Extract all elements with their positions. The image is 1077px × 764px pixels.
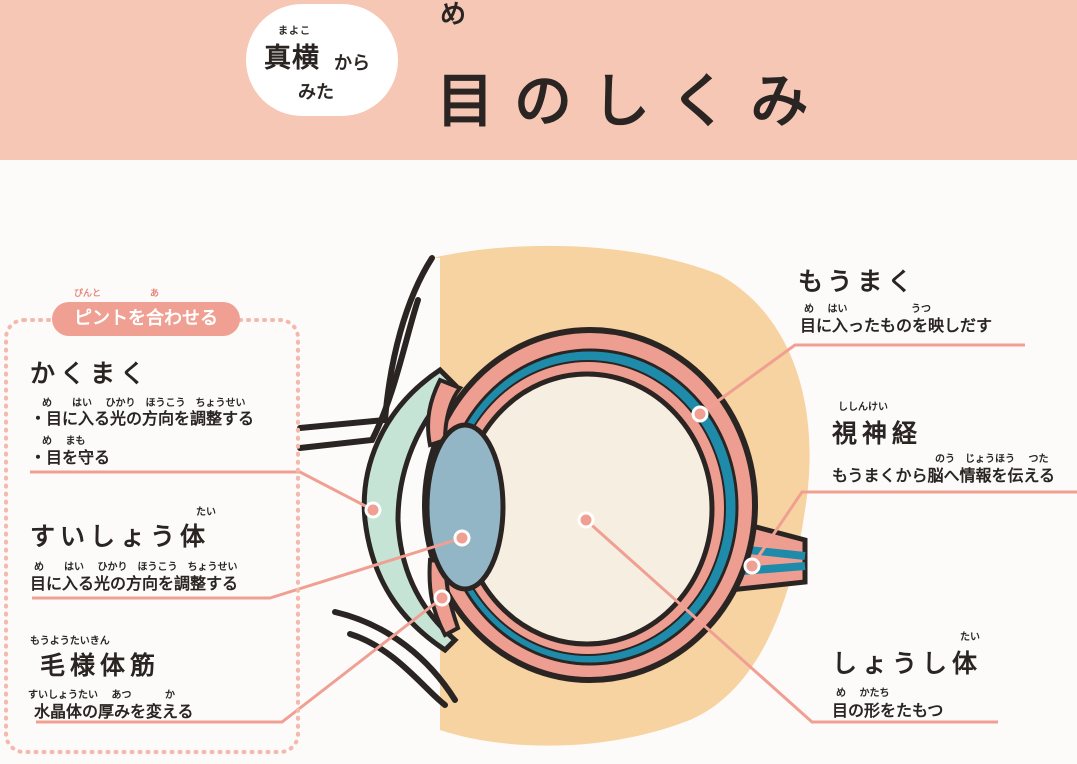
label-moumaku-line: 目に入ったものを映しだす (800, 316, 993, 335)
label-kakumaku-title: かくまく (30, 359, 151, 388)
view-badge: まよこ 真横 から みた (246, 4, 398, 116)
lower-eyelid (332, 609, 458, 703)
label-shishinkei-title-ruby: ししんけい (838, 402, 888, 413)
leader-shishinkei (750, 490, 1077, 567)
leader-kakumaku (30, 470, 374, 512)
leader-moumaku (699, 343, 1025, 416)
group-label-ruby-1: ぴんと (74, 289, 102, 299)
badge-mita-text: みた (298, 82, 334, 103)
label-kakumaku-line-1: ・目に入る光の方向を調整する (30, 409, 255, 428)
leader-shoushitai (585, 518, 998, 724)
label-shoushitai-ruby: め かたち (836, 688, 890, 699)
label-shishinkei-title: 視神経 (832, 419, 923, 448)
label-mouyoutaikin-line: 水晶体の厚みを変える (34, 702, 194, 721)
lens (424, 422, 506, 592)
label-suishoutai-title-ruby: たい (196, 507, 216, 518)
title-ruby: め (440, 0, 467, 30)
badge-kara-text: から (334, 53, 370, 74)
label-suishoutai-line: 目に入る光の方向を調整する (30, 574, 239, 593)
cornea (361, 366, 459, 654)
label-shoushitai-line: 目の形をたもつ (832, 701, 944, 720)
ciliary-body (426, 377, 464, 448)
leader-mouyoutaikin (36, 596, 443, 724)
point-moumaku (691, 405, 709, 423)
label-shishinkei-ruby: のう じょうほう つた (935, 454, 1049, 465)
label-kakumaku-line-2: ・目を守る (30, 448, 111, 467)
label-moumaku-title: もうまく (798, 267, 918, 296)
label-suishoutai-ruby: め はい ひかり ほうこう ちょうせい (34, 562, 238, 573)
leader-suishoutai (32, 536, 463, 600)
label-mouyoutaikin-title-ruby: もうようたいきん (30, 636, 110, 647)
badge-ruby: まよこ (278, 26, 311, 37)
badge-main-text: 真横 (264, 43, 320, 74)
point-mouyoutaikin (433, 589, 451, 607)
point-kakumaku (364, 501, 382, 519)
label-mouyoutaikin-title: 毛様体筋 (40, 651, 161, 680)
label-kakumaku-ruby-1: め はい ひかり ほうこう ちょうせい (42, 398, 246, 409)
label-kakumaku-ruby-2: め まも (42, 436, 86, 447)
point-shoushitai (577, 511, 595, 529)
point-suishoutai (453, 529, 471, 547)
label-mouyoutaikin-ruby: すいしょうたい あつ か (28, 690, 175, 701)
header-banner: まよこ 真横 から みた め 目のしくみ (0, 0, 1077, 160)
focus-group-label: ピントを合わせる (52, 302, 240, 336)
label-shoushitai-title-ruby: たい (960, 632, 980, 643)
group-label-ruby-2: あ (150, 289, 160, 299)
label-shoushitai-title: しょうし体 (832, 649, 983, 678)
page-title: 目のしくみ (436, 67, 829, 135)
label-shishinkei-line: もうまくから脳へ情報を伝える (832, 466, 1056, 485)
label-suishoutai-title: すいしょう体 (30, 522, 211, 551)
label-moumaku-ruby: め はい うつ (804, 304, 931, 315)
point-shishinkei (743, 557, 761, 575)
